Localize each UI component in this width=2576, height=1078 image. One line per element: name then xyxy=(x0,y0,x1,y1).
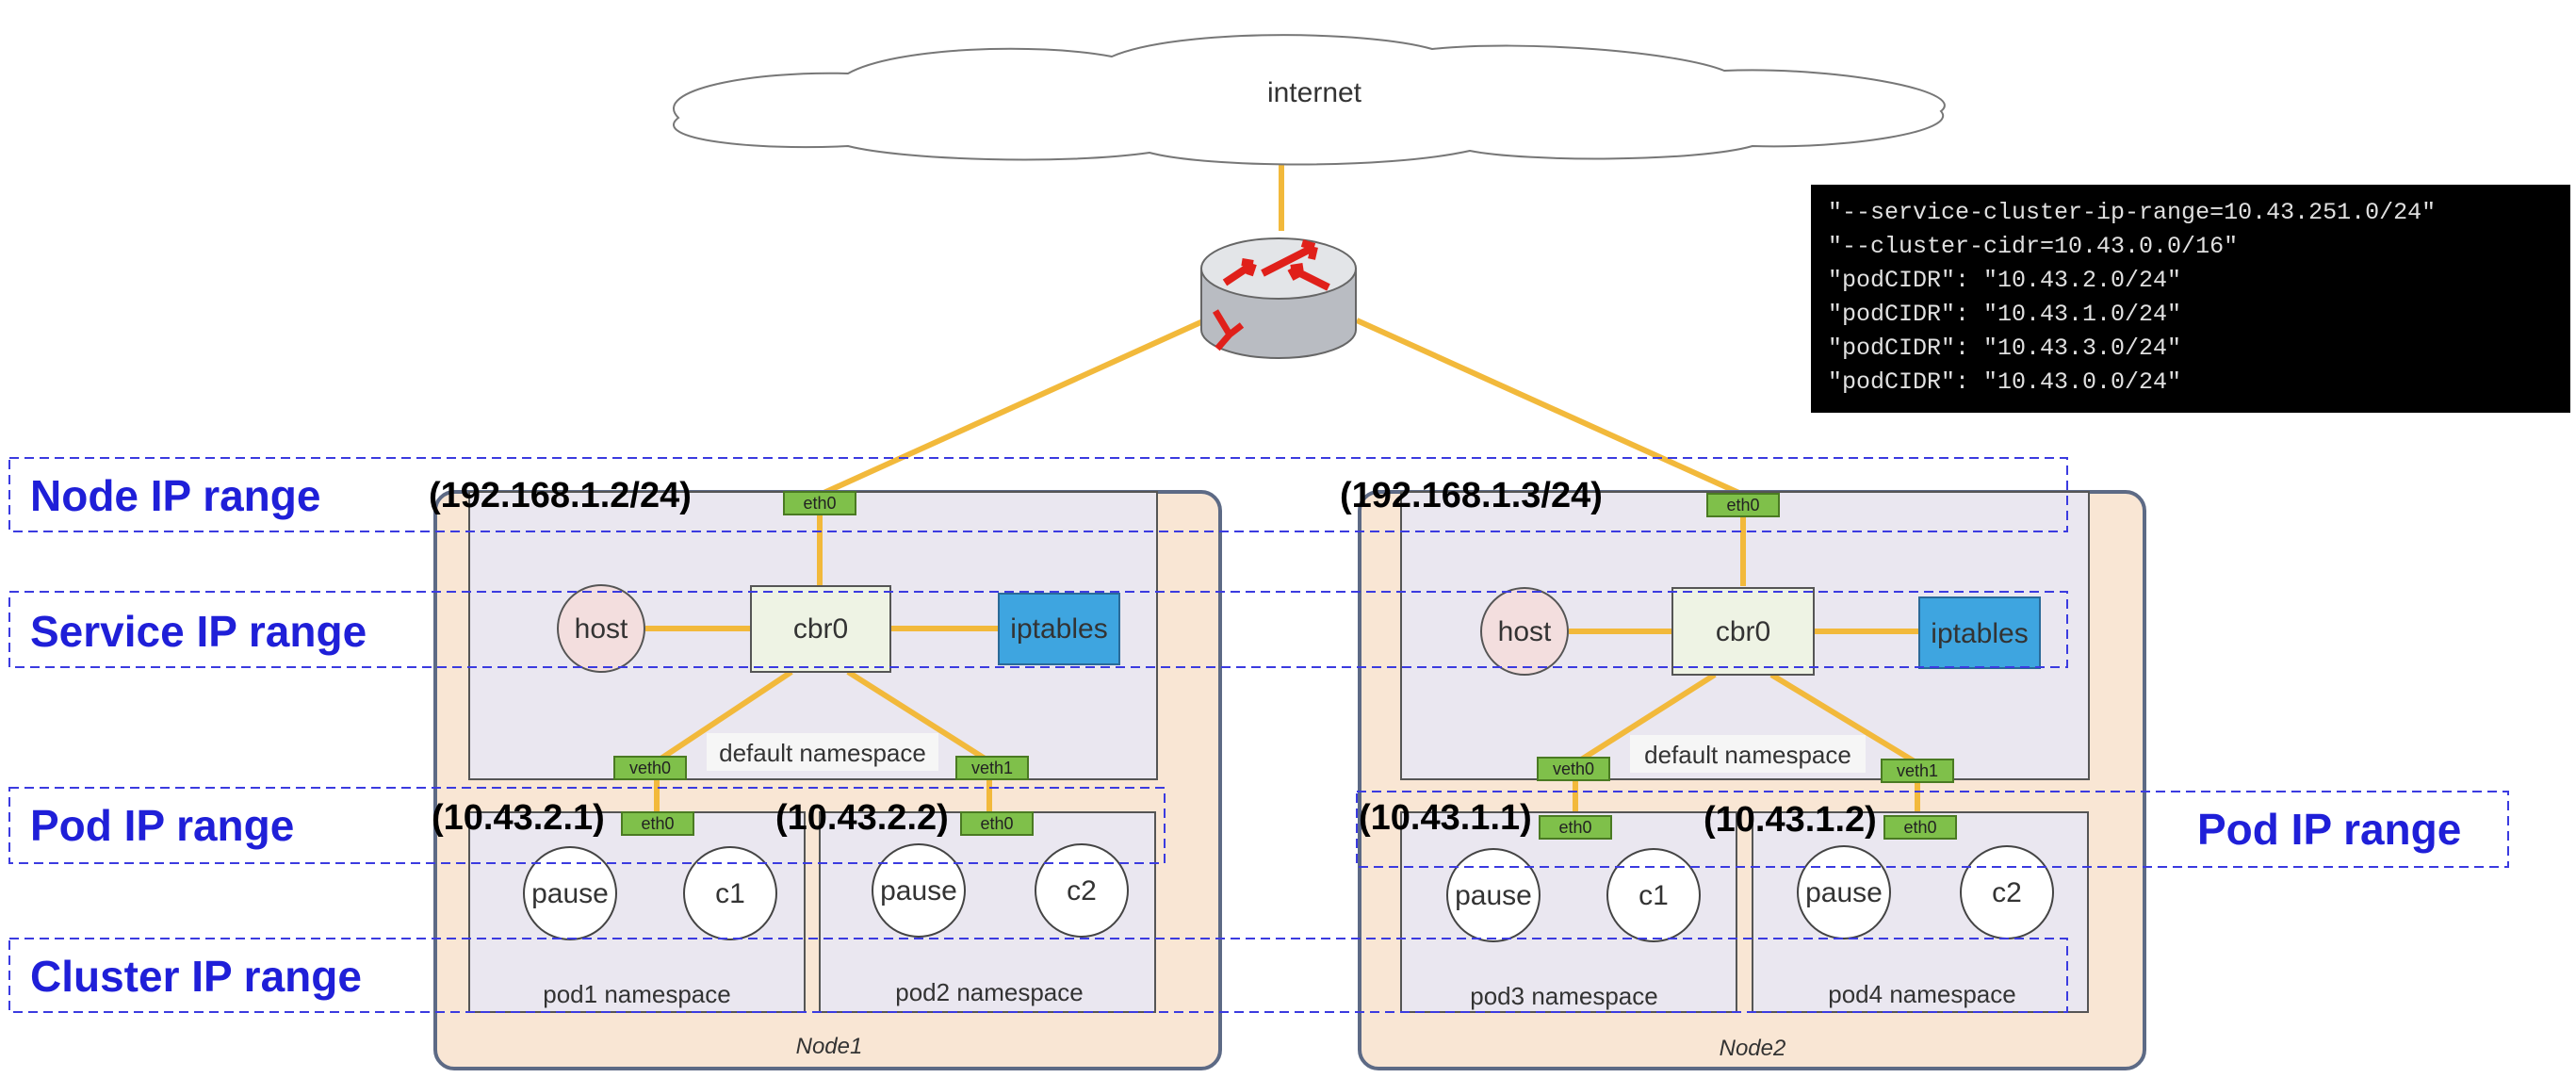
node2-veth0-label: veth0 xyxy=(1553,760,1594,778)
pod1-c1-label: c1 xyxy=(715,878,745,909)
node1-cbr0-bridge xyxy=(750,585,891,673)
pod4-eth0-tag xyxy=(1883,815,1957,840)
node2-host-label: host xyxy=(1498,616,1552,647)
pod2: eth0 pause c2 pod2 namespace (10.43.2.2) xyxy=(775,798,1156,1013)
node2-veth1-tag xyxy=(1881,759,1954,783)
pod2-namespace-label: pod2 namespace xyxy=(895,978,1083,1006)
pod-ip-range-box-left xyxy=(8,787,1166,864)
pod3-pause-label: pause xyxy=(1455,880,1532,911)
node1-veth0-label: veth0 xyxy=(629,759,671,777)
pod2-eth0-tag xyxy=(960,811,1034,836)
pod3-namespace-label: pod3 namespace xyxy=(1470,982,1657,1010)
pod4-ip: (10.43.1.2) xyxy=(1704,800,1877,840)
pod1-ip: (10.43.2.1) xyxy=(432,798,605,838)
pod1-c1-container xyxy=(683,846,777,940)
node1-host-circle xyxy=(557,584,645,673)
pod2-ip: (10.43.2.2) xyxy=(775,798,949,838)
node2-host-circle xyxy=(1480,587,1569,676)
pod4: eth0 pause c2 pod4 namespace (10.43.1.2) xyxy=(1704,800,2089,1013)
cluster-ip-range-label: Cluster IP range xyxy=(30,952,362,1001)
pod4-namespace-label: pod4 namespace xyxy=(1828,980,2015,1008)
terminal-line: "--service-cluster-ip-range=10.43.251.0/… xyxy=(1828,199,2436,226)
node2-eth0-tag xyxy=(1706,493,1780,517)
pod3-eth0-tag xyxy=(1539,815,1612,840)
node1-eth0-tag xyxy=(783,491,856,515)
service-ip-range-box xyxy=(8,591,2068,668)
pod1: eth0 pause c1 pod1 namespace (10.43.2.1) xyxy=(432,798,806,1013)
node1: eth0 host cbr0 iptables default namespac… xyxy=(432,490,1222,1070)
internet-cloud: internet xyxy=(673,34,1946,166)
pod3-ip: (10.43.1.1) xyxy=(1359,798,1532,838)
terminal-line: "podCIDR": "10.43.0.0/24" xyxy=(1828,368,2181,396)
node2-cbr0-bridge xyxy=(1671,587,1815,676)
node2-cbr0-label: cbr0 xyxy=(1716,616,1770,647)
router-node2-wire xyxy=(1355,318,1745,498)
node2-iptables-label: iptables xyxy=(1931,618,2028,649)
ip-range-overlays: Node IP range Service IP range Pod IP ra… xyxy=(8,457,2509,1013)
node1-iptables-label: iptables xyxy=(1010,613,1107,645)
pod2-pause-label: pause xyxy=(880,875,957,906)
node2: eth0 host cbr0 iptables default namespac… xyxy=(1358,490,2146,1070)
router-node1-wire xyxy=(818,313,1217,498)
cluster-ip-range-box xyxy=(8,938,2068,1013)
pod4-pause-label: pause xyxy=(1805,877,1883,908)
node1-ip: (192.168.1.2/24) xyxy=(429,476,692,515)
router-icon xyxy=(1200,237,1357,359)
pod-ip-range-box-right xyxy=(1356,791,2509,868)
node1-eth0-label: eth0 xyxy=(803,494,836,513)
pod3: eth0 pause c1 pod3 namespace (10.43.1.1) xyxy=(1359,798,1737,1013)
pod2-c2-label: c2 xyxy=(1067,875,1097,906)
pod3-eth0-label: eth0 xyxy=(1558,818,1591,837)
node2-iptables-box xyxy=(1918,596,2041,669)
pod4-c2-label: c2 xyxy=(1992,877,2022,908)
node2-veth1-label: veth1 xyxy=(1897,761,1938,780)
pod3-c1-container xyxy=(1606,848,1701,942)
node2-default-namespace-label: default namespace xyxy=(1644,741,1851,769)
service-ip-range-label: Service IP range xyxy=(30,607,367,656)
node1-cbr0-label: cbr0 xyxy=(793,613,848,645)
node1-iptables-box xyxy=(998,593,1120,665)
pod1-pause-label: pause xyxy=(531,878,609,909)
terminal-line: "podCIDR": "10.43.3.0/24" xyxy=(1828,335,2181,362)
pod2-c2-container xyxy=(1035,843,1129,938)
node1-host-label: host xyxy=(575,613,628,645)
pod2-eth0-label: eth0 xyxy=(980,814,1013,833)
pod4-pause-container xyxy=(1797,845,1891,939)
terminal-line: "podCIDR": "10.43.1.0/24" xyxy=(1828,301,2181,328)
terminal-line: "--cluster-cidr=10.43.0.0/16" xyxy=(1828,233,2238,260)
pod-ip-range-label-right: Pod IP range xyxy=(2197,805,2461,854)
node1-label: Node1 xyxy=(796,1034,863,1059)
pod1-namespace-label: pod1 namespace xyxy=(543,980,730,1008)
internet-label: internet xyxy=(1267,77,1362,108)
node-ip-range-box xyxy=(8,457,2068,532)
node1-veth1-tag xyxy=(955,756,1029,780)
pod2-pause-container xyxy=(872,843,966,938)
node1-veth0-tag xyxy=(613,756,687,780)
node2-ip: (192.168.1.3/24) xyxy=(1340,476,1603,515)
node2-label: Node2 xyxy=(1720,1036,1786,1061)
node1-default-namespace-label: default namespace xyxy=(719,739,926,767)
node1-veth1-label: veth1 xyxy=(971,759,1013,777)
node-ip-range-label: Node IP range xyxy=(30,471,320,520)
pod3-c1-label: c1 xyxy=(1639,880,1669,911)
pod1-eth0-label: eth0 xyxy=(641,814,674,833)
node2-veth0-tag xyxy=(1537,757,1610,781)
pod3-pause-container xyxy=(1446,848,1541,942)
cloud-icon xyxy=(673,34,1946,166)
pod4-eth0-label: eth0 xyxy=(1903,818,1936,837)
terminal-line: "podCIDR": "10.43.2.0/24" xyxy=(1828,267,2181,294)
node2-eth0-label: eth0 xyxy=(1726,496,1759,514)
pod-ip-range-label: Pod IP range xyxy=(30,801,294,850)
pod1-eth0-tag xyxy=(621,811,694,836)
cluster-config-terminal: "--service-cluster-ip-range=10.43.251.0/… xyxy=(1811,185,2570,413)
